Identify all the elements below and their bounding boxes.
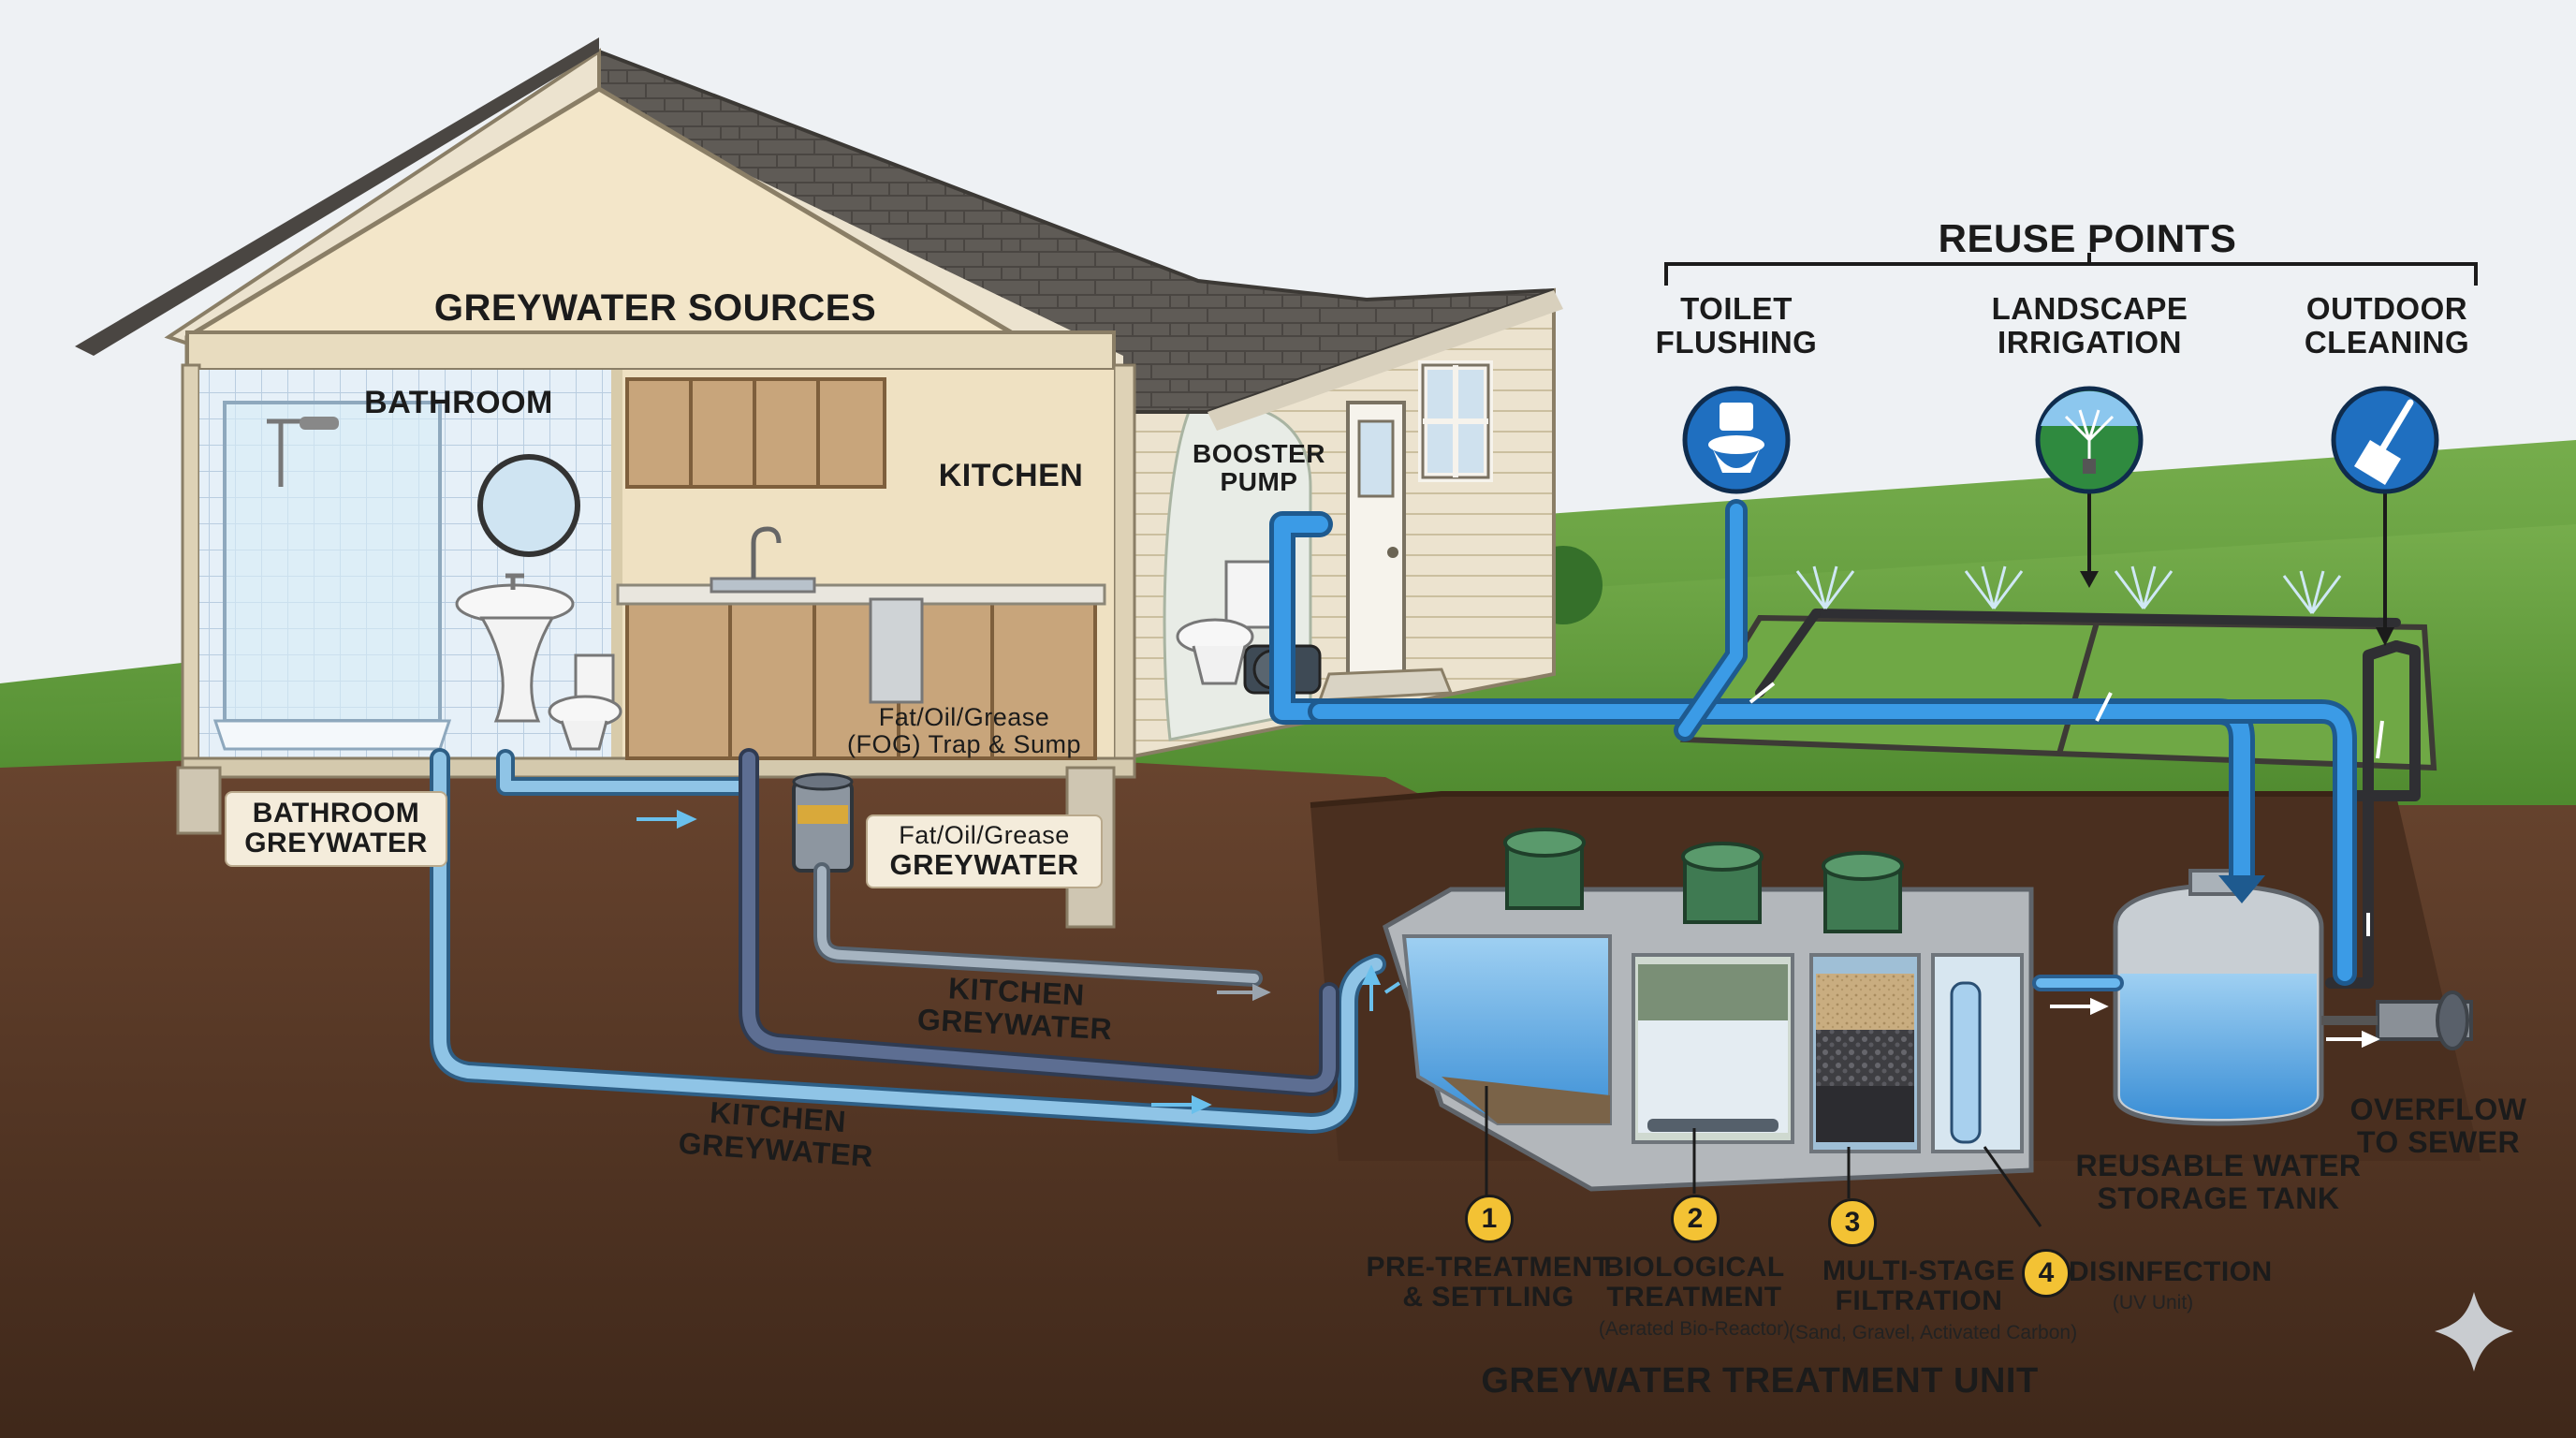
storage-tank — [2113, 869, 2324, 1126]
kitchen-greywater-upper-label: KITCHEN GREYWATER — [916, 971, 1114, 1046]
sprinkler-icon — [2035, 386, 2144, 494]
reuse-toilet-label: TOILET FLUSHING — [1655, 291, 1818, 360]
grey-flow-arrow — [1217, 983, 1271, 1002]
fog-greywater-line2: GREYWATER — [889, 848, 1079, 882]
reuse-points-heading: REUSE POINTS — [1938, 216, 2237, 260]
broom-icon — [2331, 386, 2439, 494]
booster-pump-label: BOOSTER PUMP — [1193, 439, 1325, 497]
kitchen-cabinets — [616, 377, 1106, 760]
stage-4-badge: 4 — [2022, 1249, 2071, 1298]
toilet-bathroom — [548, 653, 622, 751]
toilet-icon — [1682, 386, 1791, 494]
stage-4-label: DISINFECTION — [2069, 1256, 2273, 1287]
fog-greywater-line1: Fat/Oil/Grease — [899, 821, 1070, 849]
kitchen-label: KITCHEN — [938, 458, 1084, 493]
bathroom-greywater-tag: BATHROOM GREYWATER — [225, 791, 447, 867]
storage-tank-label: REUSABLE WATER STORAGE TANK — [2075, 1149, 2362, 1215]
stage-2-label: BIOLOGICAL TREATMENT — [1603, 1252, 1785, 1313]
stage-1-label: PRE-TREATMENT & SETTLING — [1366, 1252, 1611, 1313]
treatment-unit-title: GREYWATER TREATMENT UNIT — [1481, 1361, 2039, 1401]
flow-arrows-white — [1749, 682, 2384, 1049]
sparkle-icon — [2435, 1292, 2513, 1372]
greywater-pipes — [430, 748, 1386, 1134]
treatment-unit — [1383, 828, 2034, 1192]
sink-pedestal — [455, 573, 575, 723]
sewer-pipe — [2321, 990, 2473, 1050]
fog-greywater-tag: Fat/Oil/Grease GREYWATER — [866, 814, 1103, 888]
fog-trap-label: Fat/Oil/Grease (FOG) Trap & Sump — [846, 703, 1082, 759]
overflow-label: OVERFLOW TO SEWER — [2349, 1093, 2527, 1159]
bathroom-greywater-label: BATHROOM GREYWATER — [244, 798, 428, 859]
stage-2-badge: 2 — [1671, 1195, 1720, 1243]
stage-3-detail: (Sand, Gravel, Activated Carbon) — [1788, 1322, 2078, 1343]
sprinkler-heads — [1795, 565, 2342, 614]
stage-3-badge: 3 — [1828, 1198, 1877, 1247]
roof — [75, 37, 1563, 431]
stage-2-detail: (Aerated Bio-Reactor) — [1598, 1318, 1791, 1340]
reuse-cleaning-label: OUTDOOR CLEANING — [2304, 291, 2470, 360]
shower — [212, 401, 452, 751]
fog-trap — [792, 772, 854, 873]
stage-3-label: MULTI-STAGE FILTRATION — [1822, 1255, 2016, 1317]
stage-4-detail: (UV Unit) — [2112, 1292, 2194, 1313]
stage-1-badge: 1 — [1465, 1195, 1514, 1243]
flow-arrows — [637, 809, 1401, 1115]
reuse-bracket — [1664, 253, 2478, 646]
toilet-annex — [1176, 560, 1277, 685]
bathroom-label: BATHROOM — [364, 385, 553, 420]
clean-water-pipes — [1269, 499, 2421, 991]
mirror — [477, 454, 580, 557]
reuse-irrigation-label: LANDSCAPE IRRIGATION — [1991, 291, 2188, 360]
greywater-sources-heading: GREYWATER SOURCES — [433, 287, 877, 329]
stage-leaders — [1485, 1086, 2042, 1227]
